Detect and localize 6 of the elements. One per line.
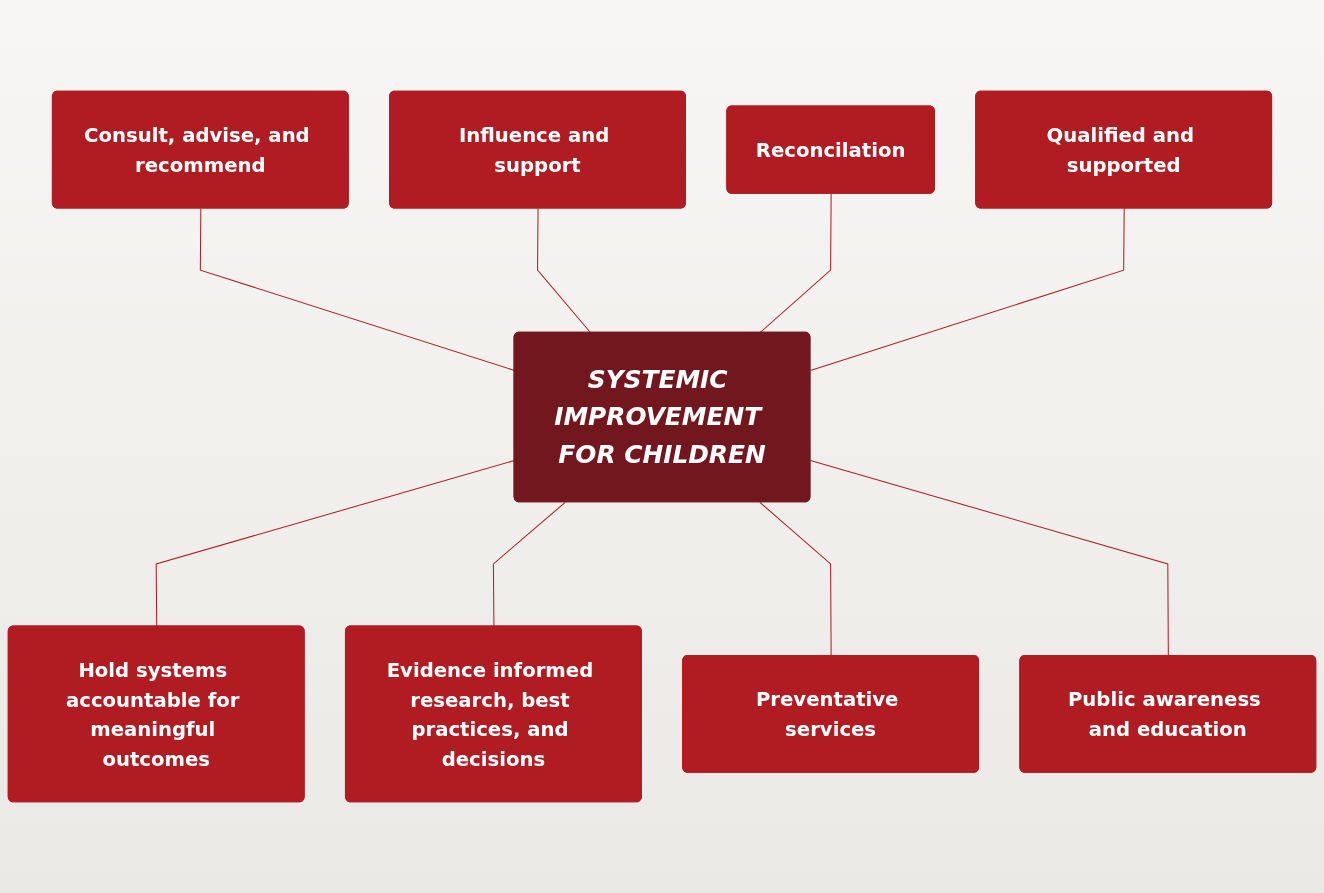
connector [809,459,1169,657]
connector [809,208,1125,371]
connector [537,208,592,334]
connector [492,501,566,627]
connector [759,501,832,657]
connector [759,193,832,334]
